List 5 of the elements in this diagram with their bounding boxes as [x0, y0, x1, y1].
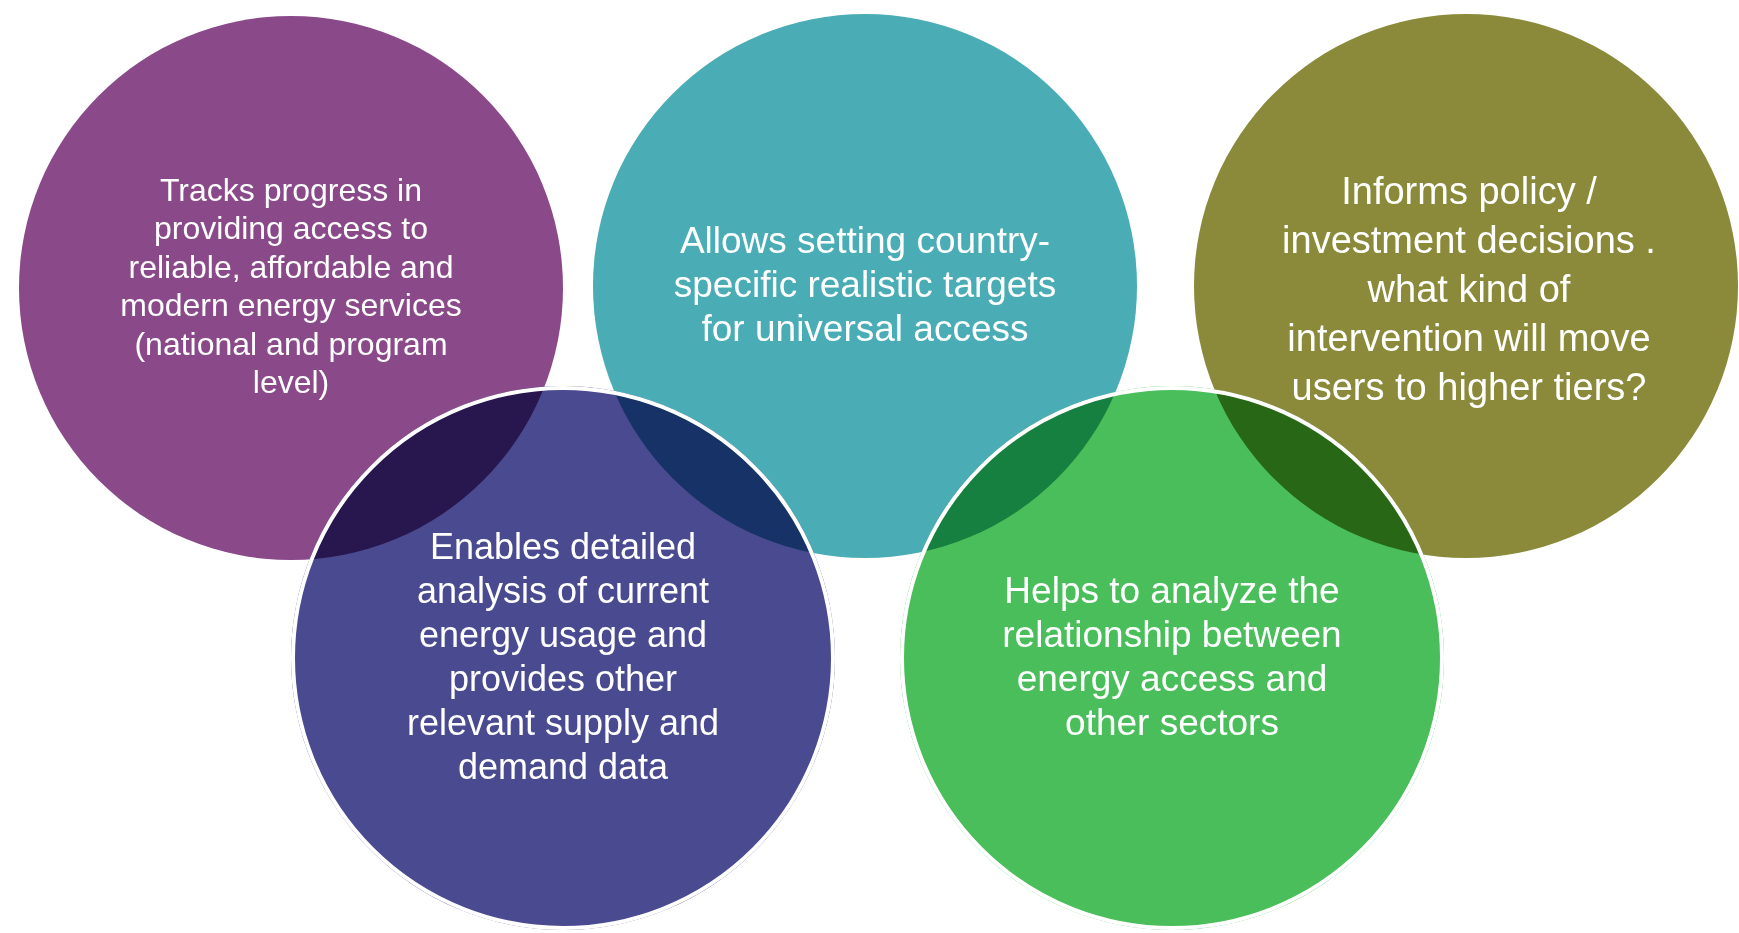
- circle-text: Allows setting country-specific realistic targets for universal access: [672, 219, 1058, 351]
- circle-text: Informs policy / investment decisions . what kind of intervention will move users to higher tiers?: [1281, 169, 1657, 411]
- circle-text: Tracks progress in providing access to reliable, affordable and modern energy services (national and program level): [119, 170, 463, 402]
- circle-text: Enables detailed analysis of current energy usage and provides other relevant supply and demand data: [405, 525, 721, 789]
- circle-text: Helps to analyze the relationship between energy access and other sectors: [1002, 568, 1342, 745]
